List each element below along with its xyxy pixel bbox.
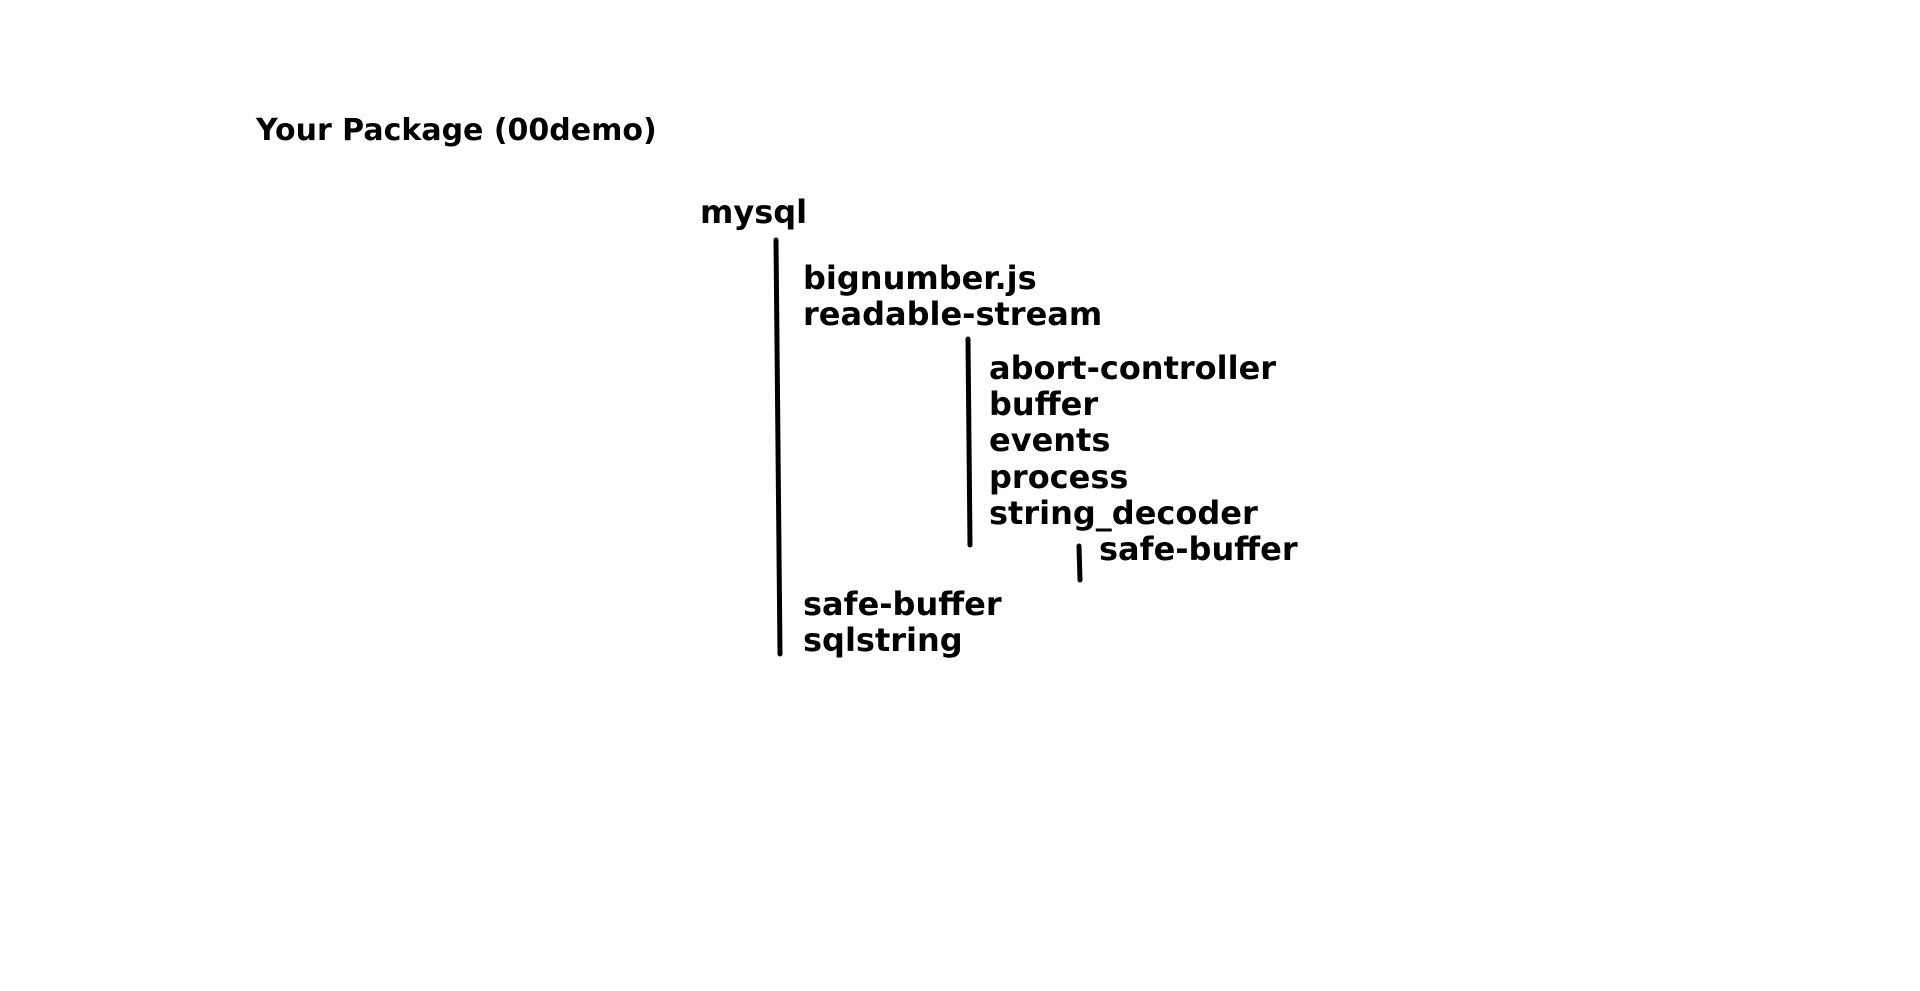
string-decoder-connector-line	[1076, 543, 1083, 583]
tree-node-level2: buffer	[989, 385, 1099, 423]
tree-node-level2: string_decoder	[989, 494, 1258, 532]
tree-node-root: mysql	[700, 193, 808, 231]
tree-node-level2: events	[989, 421, 1111, 459]
readable-stream-connector-line	[965, 336, 973, 548]
tree-node-level1: bignumber.js	[803, 259, 1037, 297]
mysql-connector-line	[773, 237, 783, 657]
page-title: Your Package (00demo)	[256, 113, 657, 148]
tree-node-level1: readable-stream	[803, 295, 1103, 333]
tree-node-level3: safe-buffer	[1099, 530, 1298, 568]
tree-node-level1: sqlstring	[803, 621, 963, 659]
tree-node-level1: safe-buffer	[803, 585, 1002, 623]
tree-node-level2: abort-controller	[989, 349, 1277, 387]
tree-node-level2: process	[989, 458, 1129, 496]
